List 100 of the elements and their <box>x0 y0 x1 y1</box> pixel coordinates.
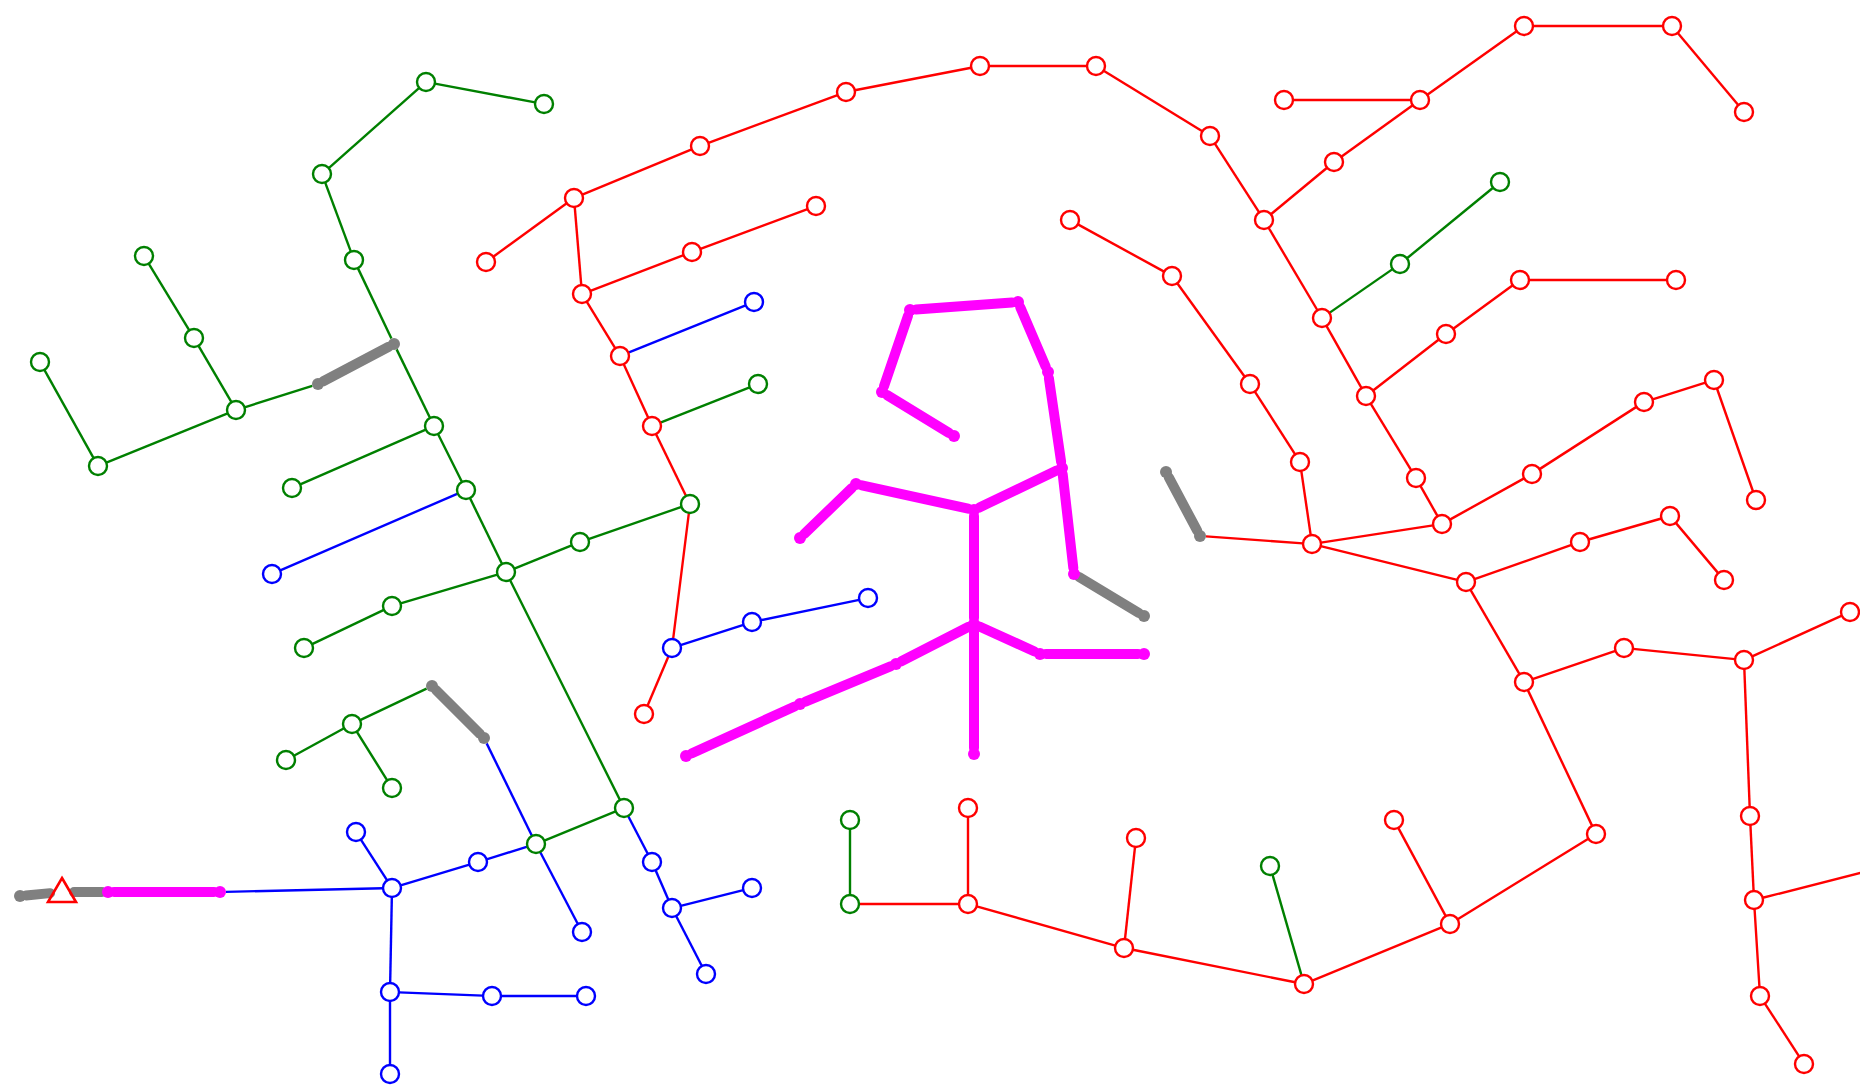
junction-circle <box>1659 505 1681 527</box>
pipe-line <box>911 297 1017 315</box>
joint-dot <box>478 732 490 744</box>
joint-dot <box>388 338 400 350</box>
pipe-line <box>318 341 394 387</box>
pipe-line <box>1529 278 1667 282</box>
pipe-line <box>1372 338 1440 392</box>
junction-circle <box>1489 171 1511 193</box>
junction-circle <box>1435 323 1457 345</box>
junction-circle <box>525 833 547 855</box>
junction-circle <box>381 877 403 899</box>
pipe-line <box>1449 477 1525 521</box>
junction-circle <box>423 415 445 437</box>
junction-circle <box>689 135 711 157</box>
junction-circle <box>857 587 879 609</box>
junction-circle <box>1509 269 1531 291</box>
joint-dot <box>904 304 916 316</box>
pipe-line <box>109 887 219 897</box>
junction-circle <box>225 399 247 421</box>
pipe-line <box>486 845 528 861</box>
junction-circle <box>1521 463 1543 485</box>
joint-dot <box>968 618 980 630</box>
junction-circle <box>679 493 701 515</box>
pipe-line <box>581 148 693 196</box>
pipe-line <box>434 82 536 104</box>
pipe-line <box>848 829 852 895</box>
junction-circle <box>1793 1053 1815 1075</box>
pipe-line <box>1041 649 1143 659</box>
joint-dot <box>794 532 806 544</box>
junction-circle <box>681 241 703 263</box>
pipe-line <box>646 655 670 707</box>
junction-circle <box>1613 637 1635 659</box>
pipe-line <box>1077 223 1165 273</box>
pipe-line <box>856 480 974 514</box>
joint-dot <box>312 378 324 390</box>
junction-circle <box>1161 265 1183 287</box>
junction-circle <box>1293 973 1315 995</box>
pipe-line <box>1457 837 1589 921</box>
junction-circle <box>661 637 683 659</box>
pipe-line <box>1123 846 1137 940</box>
pipe-line <box>513 544 573 570</box>
pipe-line <box>969 625 979 753</box>
joint-dot <box>948 430 960 442</box>
junction-circle <box>1409 89 1431 111</box>
pipe-line <box>1749 824 1755 892</box>
junction-circle <box>1389 253 1411 275</box>
pipe-line <box>1715 388 1755 492</box>
junction-circle <box>571 921 593 943</box>
junction-circle <box>1289 451 1311 473</box>
junction-circle <box>741 611 763 633</box>
junction-circle <box>379 1063 401 1085</box>
pipe-line <box>543 810 617 842</box>
pipe-line <box>1632 647 1736 661</box>
junction-circle <box>343 249 365 271</box>
pipe-line <box>1132 948 1296 984</box>
pipe-line <box>1271 874 1303 976</box>
pipe-line <box>311 608 385 646</box>
junction-circle <box>1311 307 1333 329</box>
junction-circle <box>381 777 403 799</box>
junction-circle <box>1383 809 1405 831</box>
pipe-line <box>299 428 427 486</box>
pipe-line <box>686 701 800 759</box>
junction-circle <box>1633 391 1655 413</box>
pipe-line <box>1397 827 1447 917</box>
joint-dot <box>1056 462 1068 474</box>
pipe-line <box>1213 142 1261 214</box>
junction-circle <box>1661 15 1683 37</box>
junction-circle <box>133 245 155 267</box>
pipe-line <box>1652 381 1706 401</box>
pipe-line <box>680 889 744 907</box>
pipe-line <box>680 623 744 647</box>
pipe-line <box>1267 227 1319 311</box>
junction-circle <box>571 283 593 305</box>
junction-circle <box>1569 531 1591 553</box>
pipe-line <box>468 497 504 565</box>
pipe-line <box>43 369 95 459</box>
junction-circle <box>695 963 717 985</box>
junction-circle <box>1239 373 1261 395</box>
pipe-line <box>69 887 107 897</box>
pipe-line <box>105 412 229 464</box>
pipe-line <box>356 267 393 340</box>
junction-circle <box>609 345 631 367</box>
junction-circle <box>835 81 857 103</box>
pipe-line <box>1762 870 1860 899</box>
pipe-line <box>1325 325 1363 389</box>
pipe-line <box>1674 522 1720 574</box>
joint-dot <box>102 886 114 898</box>
junction-circle <box>261 563 283 585</box>
junction-circle <box>415 71 437 93</box>
pipe-line <box>1328 268 1394 314</box>
pipe-line <box>588 505 682 541</box>
junction-circle <box>533 93 555 115</box>
pipe-line <box>969 511 979 623</box>
pipe-line <box>359 687 428 722</box>
junction-circle <box>1273 89 1295 111</box>
junction-circle <box>293 637 315 659</box>
joint-dot <box>14 890 26 902</box>
junction-circle <box>1743 889 1765 911</box>
pipe-line <box>395 348 432 419</box>
junction-circle <box>1513 671 1535 693</box>
